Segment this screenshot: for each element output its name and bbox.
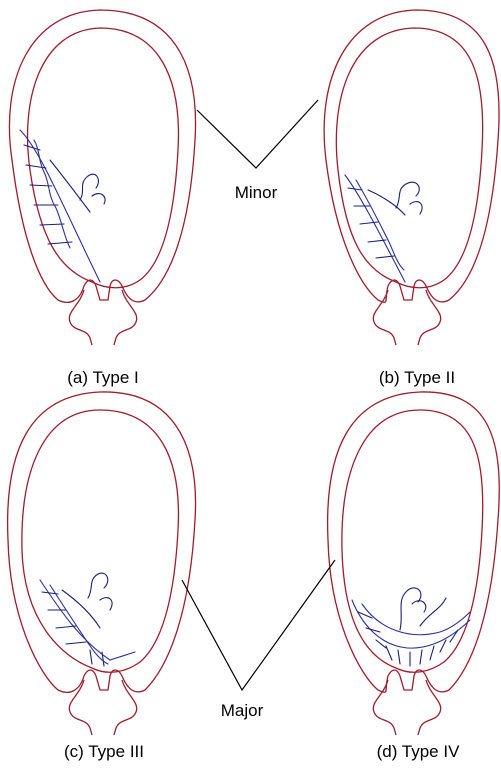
uterus-wall-outer — [324, 10, 499, 302]
panel-label-c: (c) Type III — [64, 742, 144, 761]
panel-type-3 — [8, 392, 196, 735]
panel-type-1 — [9, 10, 195, 345]
uterus-wall-inner — [342, 410, 483, 672]
cervix-lips — [373, 680, 440, 735]
cervix-lips — [69, 680, 136, 735]
vessel-network — [345, 175, 422, 282]
vessel-network — [40, 573, 135, 666]
panel-type-2 — [324, 10, 499, 345]
major-label: Major — [221, 701, 264, 720]
uterus-wall-outer — [328, 392, 500, 692]
panel-label-d: (d) Type IV — [377, 742, 460, 761]
vessel-network — [20, 130, 105, 282]
minor-connector — [197, 100, 318, 168]
uterus-wall-inner — [28, 28, 179, 288]
uterus-wall-inner — [336, 28, 482, 288]
vessel-network — [352, 588, 470, 666]
uterus-wall-outer — [8, 392, 196, 692]
minor-label: Minor — [235, 183, 278, 202]
uterus-wall-outer — [9, 10, 195, 302]
cervix-lips — [373, 290, 440, 345]
panel-label-a: (a) Type I — [67, 368, 139, 387]
panel-type-4 — [328, 392, 500, 735]
panel-label-b: (b) Type II — [379, 368, 455, 387]
uterus-wall-inner — [22, 410, 179, 672]
major-connector — [182, 560, 335, 690]
cervix-lips — [69, 290, 136, 345]
